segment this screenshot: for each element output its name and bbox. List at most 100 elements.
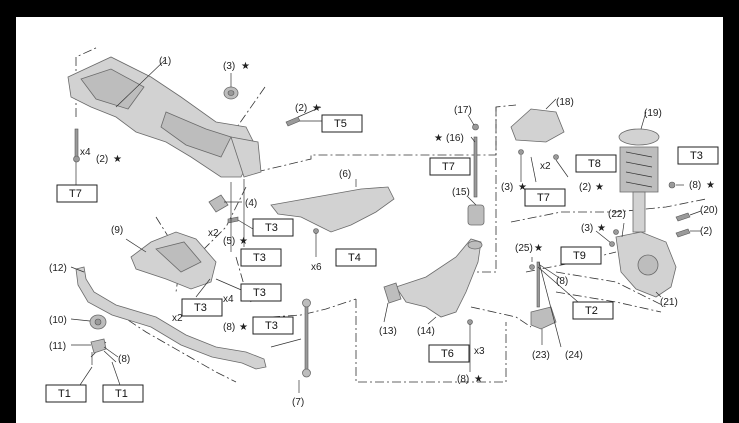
- phantom-line: [555, 271, 667, 308]
- multiplier-x2-right: x2: [540, 161, 551, 172]
- callout-2-right: (2): [579, 182, 591, 193]
- phantom-line: [476, 107, 497, 273]
- callout-12: (12): [49, 263, 67, 274]
- torque-box-t3-strut: T3: [677, 146, 719, 165]
- callout-19: (19): [644, 108, 662, 119]
- callout-3-lower-right: (3): [581, 223, 593, 234]
- diagram-panel: (1) (3) ★ (2) ★ x4 (2) ★ (6) (4) x2 (5) …: [16, 17, 723, 423]
- star-2-right: ★: [595, 182, 604, 193]
- torque-box-t6: T6: [428, 344, 470, 363]
- svg-text:T2: T2: [585, 305, 598, 317]
- callout-6: (6): [339, 169, 351, 180]
- callout-16: (16): [446, 133, 464, 144]
- callout-23: (23): [532, 350, 550, 361]
- exploded-suspension-diagram: (1) (3) ★ (2) ★ x4 (2) ★ (6) (4) x2 (5) …: [45, 46, 719, 408]
- svg-text:T3: T3: [253, 252, 266, 264]
- torque-box-t3-link: T3: [252, 316, 294, 335]
- phantom-line: [215, 86, 266, 168]
- torque-box-t8: T8: [575, 154, 617, 173]
- torque-box-t3-mid: T3: [240, 248, 282, 267]
- callout-3-right: (3): [501, 182, 513, 193]
- part-19-strut: [613, 111, 684, 235]
- callout-24: (24): [565, 350, 583, 361]
- part-6-plate: [270, 179, 395, 257]
- callout-9: (9): [111, 225, 123, 236]
- part-2-left-bolt: [73, 128, 80, 185]
- callout-8-right: (8): [689, 180, 701, 191]
- torque-box-t3-bracket: T3: [252, 218, 294, 237]
- part-24-bolt: [536, 261, 562, 348]
- callout-11: (11): [49, 341, 66, 352]
- star-16: ★: [434, 133, 443, 144]
- torque-box-t2: T2: [572, 301, 614, 320]
- callout-7: (7): [292, 397, 304, 408]
- svg-text:T8: T8: [588, 158, 601, 170]
- star-8-lower: ★: [474, 374, 483, 385]
- svg-text:T7: T7: [442, 161, 455, 173]
- svg-text:T3: T3: [194, 302, 207, 314]
- svg-text:T6: T6: [441, 348, 454, 360]
- callout-1: (1): [159, 56, 171, 67]
- star-8-mid: ★: [239, 322, 248, 333]
- torque-box-t1-right: T1: [102, 384, 144, 403]
- part-15-bushing: [467, 196, 485, 226]
- svg-text:T9: T9: [573, 250, 586, 262]
- star-3-right: ★: [518, 182, 527, 193]
- torque-box-t7-right: T7: [524, 188, 566, 207]
- callout-2-top: (2): [295, 103, 307, 114]
- torque-box-t9: T9: [560, 246, 602, 265]
- svg-text:T7: T7: [69, 188, 82, 200]
- leader-line: [195, 278, 211, 298]
- multiplier-x2-lower: x2: [172, 313, 183, 324]
- multiplier-x3: x3: [474, 346, 485, 357]
- callout-22: (22): [608, 209, 626, 220]
- callout-20: (20): [700, 205, 718, 216]
- svg-text:T3: T3: [265, 320, 278, 332]
- part-4-bracket: [208, 194, 254, 230]
- star-8-right: ★: [706, 180, 715, 191]
- callout-8-left: (8): [118, 354, 130, 365]
- torque-box-t3-cover-right: T3: [240, 283, 282, 302]
- part-10-bushing: [70, 314, 107, 330]
- part-18-bracket: [510, 98, 569, 183]
- part-3-nut: [223, 73, 239, 100]
- callout-17: (17): [454, 105, 472, 116]
- star-3-lower-right: ★: [597, 223, 606, 234]
- callout-13: (13): [379, 326, 397, 337]
- svg-text:T7: T7: [537, 192, 550, 204]
- torque-box-t7-mid: T7: [429, 157, 471, 176]
- svg-text:T3: T3: [253, 287, 266, 299]
- callout-21: (21): [660, 297, 678, 308]
- phantom-line: [470, 306, 532, 328]
- star-25: ★: [534, 243, 543, 254]
- svg-text:T3: T3: [690, 150, 703, 162]
- part-1-subframe: [67, 56, 262, 178]
- phantom-line: [555, 291, 662, 313]
- callout-5: (5): [223, 236, 235, 247]
- callout-8-lower: (8): [457, 374, 469, 385]
- star-5: ★: [239, 236, 248, 247]
- callout-8-knuckle: (8): [556, 276, 568, 287]
- svg-text:T3: T3: [265, 222, 278, 234]
- star-2-left: ★: [113, 154, 122, 165]
- svg-text:T1: T1: [58, 388, 71, 400]
- callout-3-top: (3): [223, 61, 235, 72]
- callout-8-mid: (8): [223, 322, 235, 333]
- torque-box-t1-left: T1: [45, 384, 87, 403]
- callout-2-left: (2): [96, 154, 108, 165]
- multiplier-x4-lower: x4: [223, 294, 234, 305]
- part-9-cover: [125, 231, 217, 290]
- part-23-ball-joint: [530, 306, 557, 345]
- part-12-stabilizer-bar: [70, 266, 267, 370]
- torque-box-t7-left: T7: [56, 184, 98, 203]
- leader-line: [111, 361, 121, 386]
- part-20-bolt: [675, 210, 702, 238]
- phantom-line: [510, 198, 707, 223]
- leader-line: [79, 366, 93, 386]
- part-14-lower-arm: [395, 238, 483, 325]
- phantom-line: [200, 186, 247, 253]
- phantom-line: [355, 299, 507, 383]
- part-13-bushing: [383, 282, 402, 323]
- torque-box-t5: T5: [321, 114, 363, 133]
